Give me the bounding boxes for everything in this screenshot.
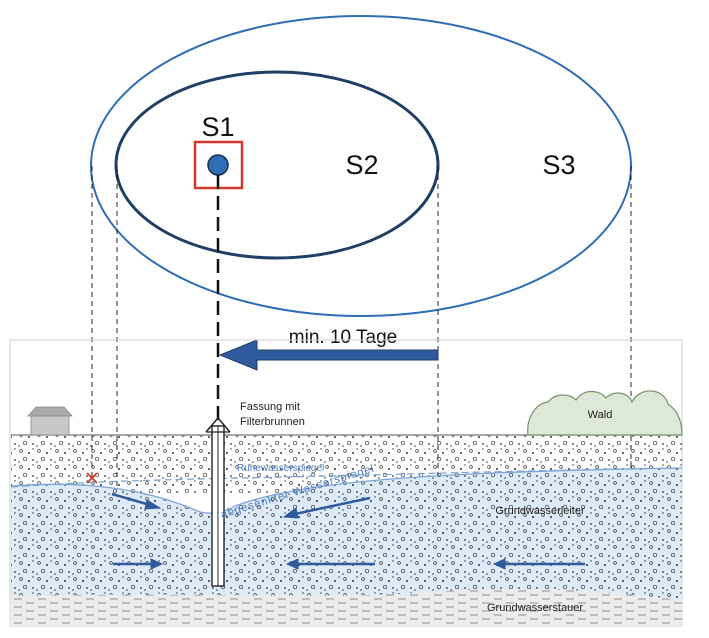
aquitard-layer	[11, 589, 682, 626]
well-shaft-icon	[205, 416, 231, 587]
zone-s2-ellipse	[114, 70, 440, 260]
aquitard-label: Grundwasserstauer	[487, 602, 583, 614]
zone-s1-label: S1	[201, 112, 234, 142]
flow-time-arrow-shape	[218, 339, 439, 371]
cross-section: Wald	[9, 339, 683, 627]
rest-water-table-label: Ruhewasserspiegel	[237, 463, 324, 474]
forest-label: Wald	[588, 409, 613, 421]
aquifer-layer	[11, 468, 682, 600]
house-icon	[27, 406, 73, 436]
zone-s2-label: S2	[345, 150, 378, 180]
well-dot-icon	[207, 154, 229, 176]
plan-view: S1 S2 S3	[90, 15, 632, 500]
flow-arrow	[111, 492, 162, 510]
flow-time-label: min. 10 Tage	[289, 327, 397, 348]
forest-icon	[527, 390, 683, 436]
flow-time-arrow: min. 10 Tage	[218, 327, 439, 371]
flow-arrow	[113, 558, 164, 570]
red-cross-marker-icon	[86, 472, 98, 484]
zone-s3-label: S3	[542, 150, 575, 180]
aquifer-label: Grundwasserleiter	[495, 505, 585, 517]
groundwater-flow-arrows	[111, 492, 585, 570]
projection-lines	[91, 166, 632, 500]
lowered-water-table-line	[10, 467, 683, 514]
well-label-line2: Filterbrunnen	[240, 416, 305, 428]
flow-arrow	[285, 558, 375, 570]
flow-arrow	[282, 496, 371, 519]
well-label-line1: Fassung mit	[240, 401, 300, 413]
flow-arrow	[492, 558, 585, 570]
